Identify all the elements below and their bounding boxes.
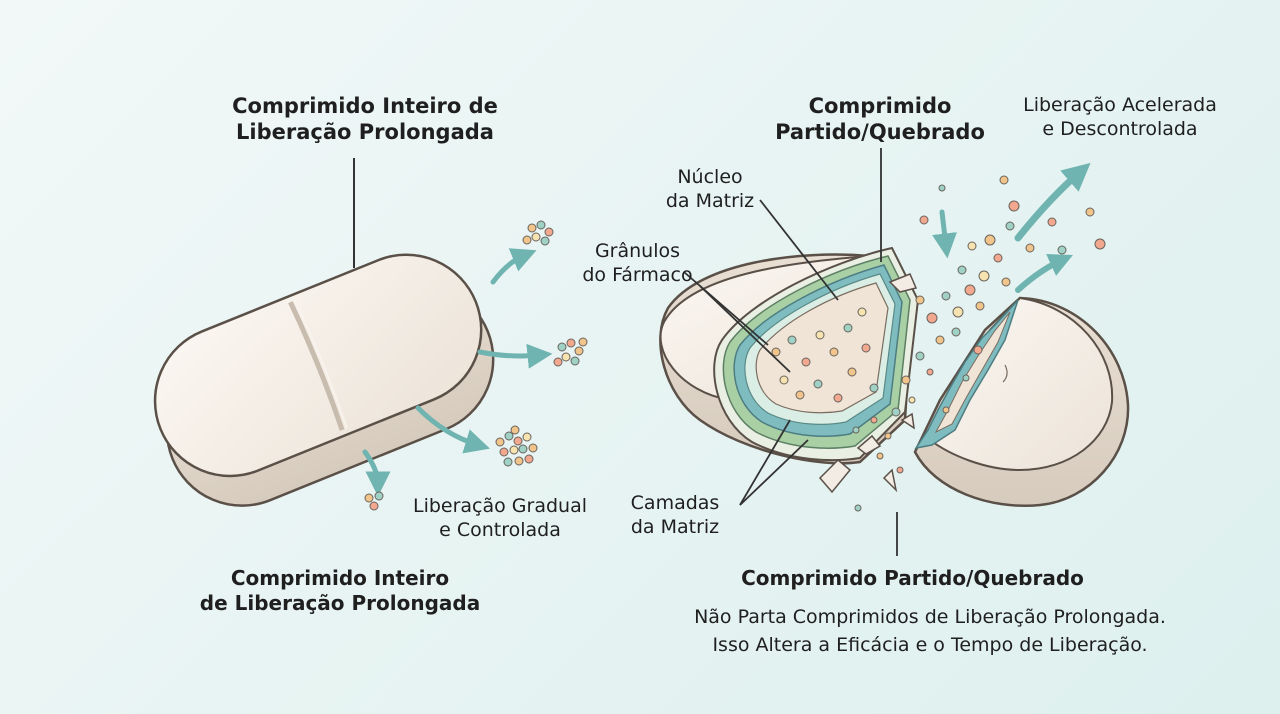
granule-clusters-gradual bbox=[364, 220, 588, 511]
tablet-fragments bbox=[818, 273, 918, 494]
gradual-release-line2: e Controlada bbox=[439, 518, 561, 541]
gradual-release-arrows bbox=[362, 248, 553, 497]
whole-title-line1: Comprimido Inteiro de bbox=[232, 94, 498, 118]
drug-granules-line2: do Fármaco bbox=[582, 263, 693, 286]
broken-tablet-caption: Comprimido Partido/Quebrado bbox=[720, 566, 1105, 591]
drug-granules-line1: Grânulos bbox=[594, 240, 681, 262]
accelerated-release-line2: e Descontrolada bbox=[1042, 117, 1198, 140]
matrix-layers-line2: da Matriz bbox=[630, 515, 720, 538]
leader-lines-broken bbox=[683, 148, 898, 556]
warning-line1: Não Parta Comprimidos de Liberação Prolo… bbox=[694, 606, 1166, 628]
matrix-core-line2: da Matriz bbox=[665, 189, 755, 212]
broken-title-line1: Comprimido bbox=[808, 94, 952, 118]
accelerated-release-arrows bbox=[932, 162, 1091, 293]
gradual-release-label: Liberação Gradual e Controlada bbox=[400, 495, 600, 543]
drug-granules-burst bbox=[852, 175, 1106, 512]
accelerated-release-line1: Liberação Acelerada bbox=[1023, 94, 1217, 116]
matrix-layers-line1: Camadas bbox=[630, 492, 720, 514]
matrix-core-label: Núcleo da Matriz bbox=[650, 166, 770, 214]
whole-tablet bbox=[153, 253, 495, 507]
whole-caption-line2: de Liberação Prolongada bbox=[199, 591, 481, 615]
matrix-layers-label: Camadas da Matriz bbox=[615, 492, 735, 540]
broken-tablet-right-half bbox=[913, 296, 1130, 507]
warning-line2: Isso Altera a Eficácia e o Tempo de Libe… bbox=[712, 633, 1148, 656]
whole-tablet-caption: Comprimido Inteiro de Liberação Prolonga… bbox=[190, 566, 490, 616]
whole-tablet-title: Comprimido Inteiro de Liberação Prolonga… bbox=[210, 93, 520, 146]
broken-caption-text: Comprimido Partido/Quebrado bbox=[741, 566, 1084, 590]
accelerated-release-label: Liberação Acelerada e Descontrolada bbox=[1005, 94, 1235, 142]
gradual-release-line1: Liberação Gradual bbox=[412, 495, 588, 517]
matrix-core-line1: Núcleo bbox=[677, 166, 743, 188]
whole-title-line2: Liberação Prolongada bbox=[236, 120, 494, 145]
broken-title-line2: Partido/Quebrado bbox=[775, 120, 985, 145]
warning-note: Não Parta Comprimidos de Liberação Prolo… bbox=[650, 604, 1210, 659]
drug-granules-label: Grânulos do Fármaco bbox=[565, 240, 710, 288]
whole-caption-line1: Comprimido Inteiro bbox=[230, 566, 450, 590]
matrix-core bbox=[755, 282, 889, 414]
broken-tablet-title: Comprimido Partido/Quebrado bbox=[760, 93, 1000, 146]
drug-granules-core bbox=[771, 307, 879, 403]
